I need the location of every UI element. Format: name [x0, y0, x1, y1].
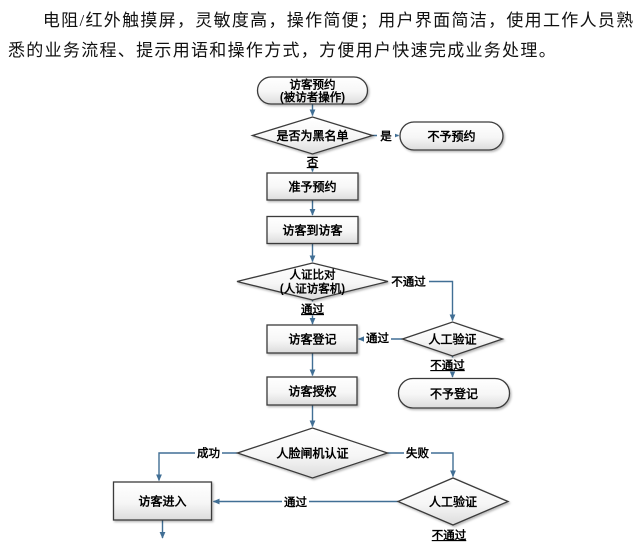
node-visitor-enter-label: 访客进入 — [138, 494, 186, 509]
edge-label-bg — [404, 445, 431, 459]
node-manual-verify1-label: 人工验证 — [428, 332, 476, 347]
node-blacklist-label: 是否为黑名单 — [275, 128, 348, 143]
node-id-compare-label-line2: (人证访客机) — [280, 282, 345, 296]
terminator-shape — [397, 377, 511, 409]
node-id-compare-decision: 人证比对 (人证访客机) — [236, 262, 389, 301]
edge-label-pass2: 通过 — [366, 331, 389, 345]
node-visitor-authorize-label: 访客授权 — [288, 384, 337, 399]
edge-label-fail4: 不通过 — [432, 528, 467, 542]
intro-line-1: 电阻/红外触摸屏，灵敏度高，操作简便；用户界面简洁，使用工作人员熟 — [42, 11, 635, 30]
node-visitor-register: 访客登记 — [266, 324, 358, 354]
edge-label-bg — [388, 274, 429, 288]
node-deny-appointment-label: 不予预约 — [427, 129, 475, 144]
decision-shape — [396, 477, 510, 526]
node-manual-verify1-decision: 人工验证 — [400, 321, 505, 357]
process-shape — [266, 215, 359, 245]
node-deny-register: 不予登记 — [397, 377, 511, 409]
terminator-shape — [256, 76, 369, 105]
node-manual-verify2-decision: 人工验证 — [396, 477, 510, 526]
process-shape — [112, 481, 213, 521]
node-face-gate-decision: 人脸闸机认证 — [235, 427, 390, 479]
node-visitor-arrive: 访客到访客 — [266, 215, 359, 245]
edge-label-no: 否 — [306, 156, 319, 169]
node-visitor-arrive-label: 访客到访客 — [282, 223, 343, 238]
terminator-shape — [399, 121, 504, 151]
node-visitor-register-label: 访客登记 — [288, 332, 336, 347]
node-blacklist-decision: 是否为黑名单 — [250, 116, 375, 155]
edge-label-fail3: 失败 — [406, 446, 429, 460]
edge-label-bg — [299, 301, 326, 316]
edge-label-pass3: 通过 — [284, 495, 307, 509]
decision-shape — [250, 116, 375, 155]
edge-label-bg — [364, 330, 391, 345]
node-manual-verify2-label: 人工验证 — [429, 494, 477, 509]
edge-label-pass1: 通过 — [301, 302, 324, 316]
node-id-compare-label-line1: 人证比对 — [290, 268, 336, 282]
edge-label-fail2: 不通过 — [430, 358, 465, 372]
process-shape — [266, 172, 359, 201]
node-start: 访客预约 (被访者操作) — [256, 76, 369, 105]
node-start-label-line1: 访客预约 — [290, 78, 336, 92]
node-grant-appointment-label: 准予预约 — [288, 179, 336, 194]
decision-shape — [400, 321, 505, 357]
intro-line-2: 悉的业务流程、提示用语和操作方式，方便用户快速完成业务处理。 — [8, 41, 557, 60]
node-grant-appointment: 准予预约 — [266, 172, 359, 201]
process-shape — [266, 324, 358, 354]
intro-paragraph: 电阻/红外触摸屏，灵敏度高，操作简便；用户界面简洁，使用工作人员熟 悉的业务流程… — [8, 6, 636, 66]
node-visitor-enter: 访客进入 — [112, 481, 213, 521]
edge-label-bg — [303, 154, 322, 169]
edge-label-yes: 是 — [379, 130, 392, 143]
node-start-label-line2: (被访者操作) — [280, 90, 345, 104]
edge-label-bg — [377, 128, 395, 143]
edge-label-fail1: 不通过 — [391, 275, 426, 289]
node-face-gate-label: 人脸闸机认证 — [276, 446, 348, 461]
edge-label-bg — [195, 445, 222, 459]
decision-shape — [236, 262, 389, 301]
edge-label-bg — [427, 357, 468, 372]
edge-label-success: 成功 — [197, 446, 220, 460]
node-deny-register-label: 不予登记 — [430, 386, 478, 401]
node-deny-appointment: 不予预约 — [399, 121, 504, 151]
edge-label-bg — [282, 494, 309, 509]
node-visitor-authorize: 访客授权 — [266, 376, 358, 406]
decision-shape — [235, 427, 390, 479]
process-shape — [266, 376, 358, 406]
